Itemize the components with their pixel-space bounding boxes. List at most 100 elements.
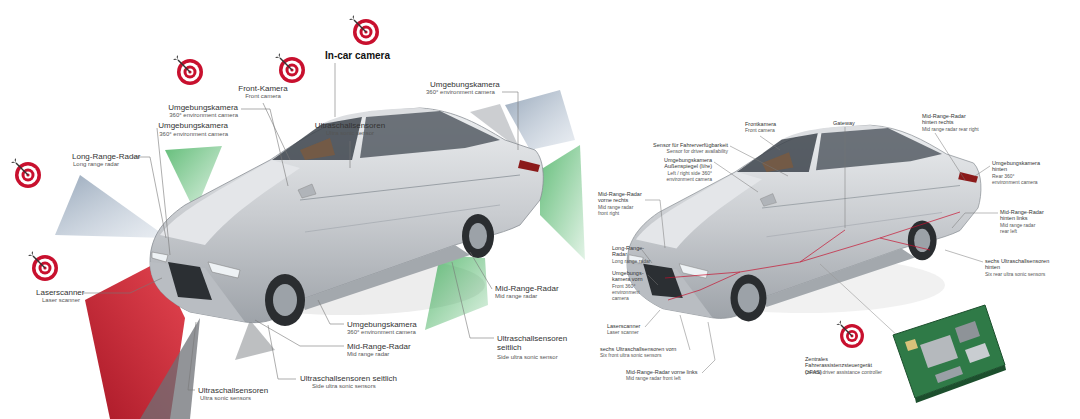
sensor-label: 360° environment camera	[169, 112, 238, 119]
illustration-part	[668, 272, 740, 300]
illustration-part	[680, 315, 690, 350]
sensor-label: Umgebungskamera	[158, 121, 228, 130]
sensor-label: sechs Ultraschallsensoren vorn	[600, 346, 676, 352]
sensor-label: Umgebungskamera	[168, 103, 238, 112]
sensor-label: Front 360° environment camera	[612, 284, 648, 301]
illustration-part	[28, 251, 58, 281]
illustration-part	[955, 321, 980, 343]
sensor-label: Umgebungs- kamera vorn	[612, 270, 648, 283]
illustration-part	[905, 339, 918, 351]
sensor-label: Mid-Range-Radar	[495, 284, 559, 293]
sensor-label: Front camera	[245, 93, 281, 100]
illustration-part	[935, 133, 965, 180]
sensor-label: Mid range radar front left	[626, 376, 681, 382]
illustration-part	[836, 320, 864, 348]
illustration-part	[893, 305, 1006, 403]
sensor-label: Side ultra sonic sensors	[312, 383, 376, 390]
illustration-part	[645, 310, 660, 327]
sensor-label: Mid-Range-Radar hinten rechts	[922, 113, 974, 126]
sensor-label: Laser scanner	[607, 330, 639, 336]
sensor-label: Ultraschallsensoren	[315, 121, 385, 130]
illustration-part	[83, 278, 162, 293]
sensor-label: Mid-Range-Radar vorne rechts	[598, 191, 646, 204]
illustration-part	[11, 158, 41, 188]
illustration-part	[241, 109, 288, 186]
sensor-label: Mid range radar rear right	[922, 127, 997, 133]
illustration-part	[845, 127, 846, 228]
sensor-label: Long-Range- Radar	[612, 245, 648, 258]
sensor-label: Six front ultra sonic sensors	[600, 353, 661, 359]
illustration-part	[952, 213, 998, 228]
illustration-part	[800, 230, 845, 262]
illustration-part	[133, 157, 166, 238]
illustration-part	[893, 305, 1005, 398]
sensor-label: Ultra sonic sensors	[200, 395, 251, 402]
sensor-label: Laserscanner	[36, 288, 84, 297]
sensor-label: Six rear ultra sonic sensors	[985, 272, 1045, 278]
sensor-label: Ultraschallsensoren seitlich	[497, 334, 579, 352]
illustration-part	[645, 200, 665, 248]
illustration-part	[945, 250, 983, 262]
illustration-part	[540, 145, 585, 260]
sensor-label: Mid range radar rear left	[1000, 223, 1044, 235]
illustration-part	[275, 53, 305, 83]
sensor-label: Ultra sonic sensor	[326, 130, 374, 137]
illustration-part	[665, 212, 960, 300]
illustration-part	[349, 15, 379, 45]
illustration-part	[880, 238, 930, 250]
sensor-label: Ultraschallsensoren seitlich	[300, 374, 397, 383]
illustration-part	[350, 141, 351, 168]
sensor-label: Umgebungskamera	[430, 80, 500, 89]
sensor-label: Mid-Range-Radar vorne links	[626, 369, 698, 375]
illustration-part	[702, 322, 715, 373]
sensor-label: Mid range radar	[347, 351, 389, 358]
sensor-label: Gateway	[833, 120, 855, 126]
illustration-part	[800, 212, 960, 262]
sensor-label: Front camera	[745, 128, 775, 134]
illustration-part	[318, 300, 344, 324]
illustration-part	[820, 264, 900, 338]
illustration-part	[714, 162, 758, 192]
illustration-part	[470, 252, 492, 289]
sensor-label: Mid-Range-Radar hinten links	[1000, 209, 1050, 222]
sensor-label: sechs Ultraschallsensoren hinten	[985, 258, 1061, 271]
sensor-label: Sensor für Fahrerverfügbarkeit	[653, 142, 728, 148]
sensor-label: Long-Range-Radar	[72, 152, 141, 161]
illustration-part	[648, 275, 658, 285]
illustration-part	[452, 262, 494, 338]
illustration-part	[502, 92, 518, 150]
illustration-part	[760, 136, 780, 150]
sensor-label: 360° environment camera	[347, 329, 416, 336]
sensor-label: Umgebungskamera	[347, 320, 417, 329]
illustration-part	[335, 63, 336, 117]
illustration-part	[188, 322, 196, 390]
sensor-label: Ultraschallsensoren	[198, 386, 268, 395]
sensor-label: Frontkamera	[745, 121, 776, 127]
sensor-label: Mid range radar front right	[598, 205, 644, 217]
sensor-label: In-car camera	[325, 50, 390, 62]
sensor-label: Long range radar	[612, 259, 650, 265]
illustration-part	[255, 320, 344, 346]
illustration-part	[642, 127, 998, 373]
illustration-part	[915, 365, 1006, 403]
illustration-part	[235, 320, 275, 360]
illustration-part	[173, 55, 203, 85]
sensor-label: 360° environment camera	[159, 131, 228, 138]
sensor-label: Mid-Range-Radar	[347, 342, 411, 351]
illustration-part	[975, 166, 990, 176]
sensor-label: Central driver assistance controller	[805, 370, 887, 376]
illustration-part	[157, 128, 170, 255]
sensor-label: Side ultra sonic sensor	[497, 354, 558, 361]
sensor-label: Sensor for driver availability	[667, 149, 728, 155]
sensor-label: Mid range radar	[495, 293, 537, 300]
illustration-part	[150, 108, 543, 326]
illustration-part	[55, 175, 168, 238]
illustration-part	[263, 103, 290, 160]
illustration-part	[965, 343, 990, 363]
illustration-part	[627, 125, 981, 321]
sensor-label: Umgebungskamera Außenspiegel (li/re)	[654, 157, 712, 170]
illustration-part	[730, 146, 788, 176]
illustration-part	[935, 366, 963, 383]
illustration-part	[920, 335, 958, 368]
